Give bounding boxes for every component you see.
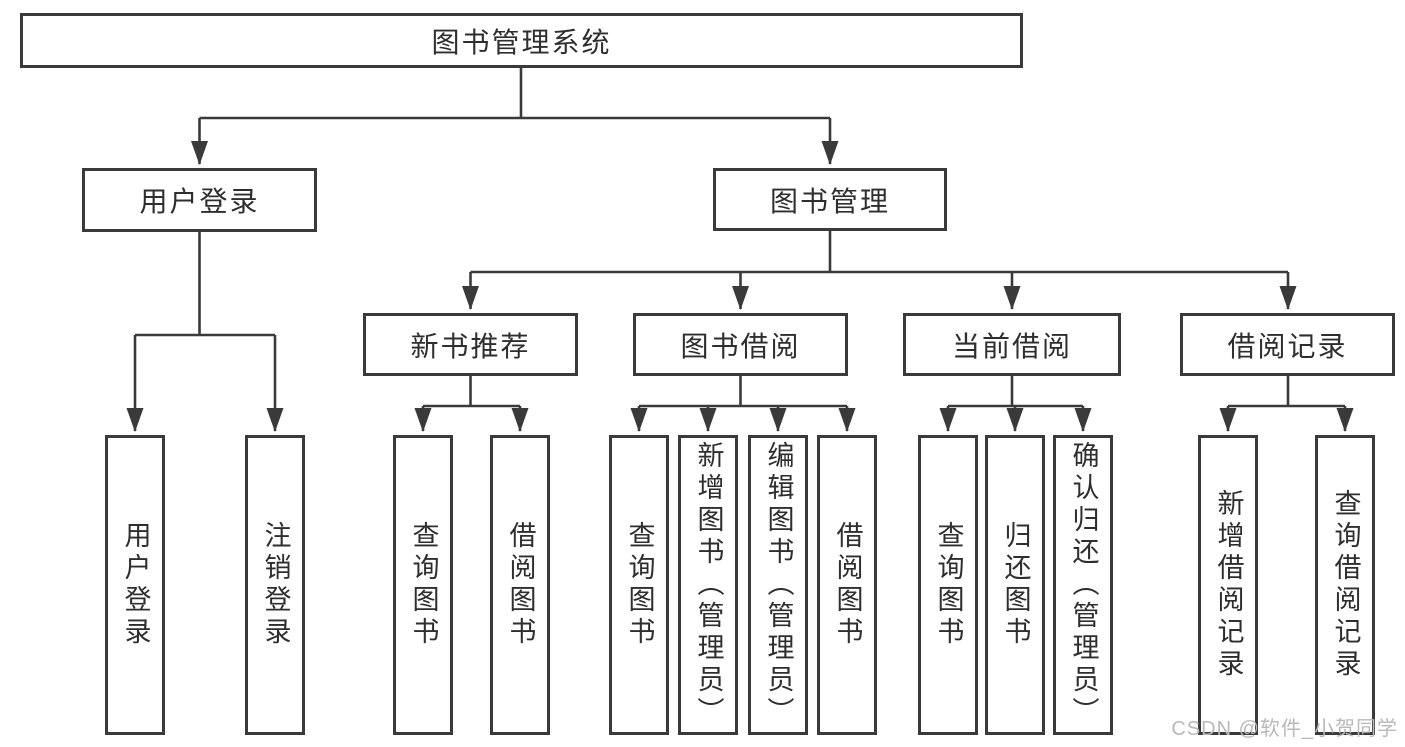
leaf-confirm-return-admin: 确认归还（管理员） — [1053, 435, 1113, 735]
leaf-label: 编辑图书（管理员） — [763, 441, 794, 729]
leaf-label: 注销登录 — [260, 521, 291, 649]
leaf-add-book-admin: 新增图书（管理员） — [678, 435, 738, 735]
leaf-query-books-current: 查询图书 — [918, 435, 978, 735]
leaf-label: 新增图书（管理员） — [693, 441, 724, 729]
leaf-query-books-borrow: 查询图书 — [609, 435, 669, 735]
leaf-label: 新增借阅记录 — [1213, 489, 1244, 681]
node-book-management: 图书管理 — [713, 168, 947, 231]
leaf-label: 查询图书 — [408, 521, 439, 649]
leaf-label: 确认归还（管理员） — [1068, 441, 1099, 729]
leaf-return-book: 归还图书 — [985, 435, 1045, 735]
leaf-label: 借阅图书 — [832, 521, 863, 649]
node-borrow-records: 借阅记录 — [1180, 313, 1395, 376]
node-library-management-system: 图书管理系统 — [20, 13, 1023, 68]
node-user-login: 用户登录 — [82, 168, 317, 232]
leaf-logout: 注销登录 — [245, 435, 305, 735]
leaf-query-books-recommend: 查询图书 — [393, 435, 453, 735]
leaf-label: 查询借阅记录 — [1330, 489, 1361, 681]
leaf-label: 用户登录 — [120, 521, 151, 649]
leaf-edit-book-admin: 编辑图书（管理员） — [748, 435, 808, 735]
leaf-borrow-books-recommend: 借阅图书 — [490, 435, 550, 735]
node-current-borrow: 当前借阅 — [903, 313, 1121, 376]
leaf-label: 借阅图书 — [505, 521, 536, 649]
leaf-label: 查询图书 — [933, 521, 964, 649]
node-new-book-recommend: 新书推荐 — [363, 313, 578, 376]
node-book-borrow: 图书借阅 — [633, 313, 848, 376]
leaf-label: 归还图书 — [1000, 521, 1031, 649]
leaf-label: 查询图书 — [624, 521, 655, 649]
csdn-watermark: CSDN @软件_小贺同学 — [1171, 718, 1398, 740]
leaf-add-borrow-record: 新增借阅记录 — [1198, 435, 1258, 735]
leaf-query-borrow-record: 查询借阅记录 — [1315, 435, 1375, 735]
leaf-borrow-books-borrow: 借阅图书 — [817, 435, 877, 735]
leaf-user-login: 用户登录 — [105, 435, 165, 735]
